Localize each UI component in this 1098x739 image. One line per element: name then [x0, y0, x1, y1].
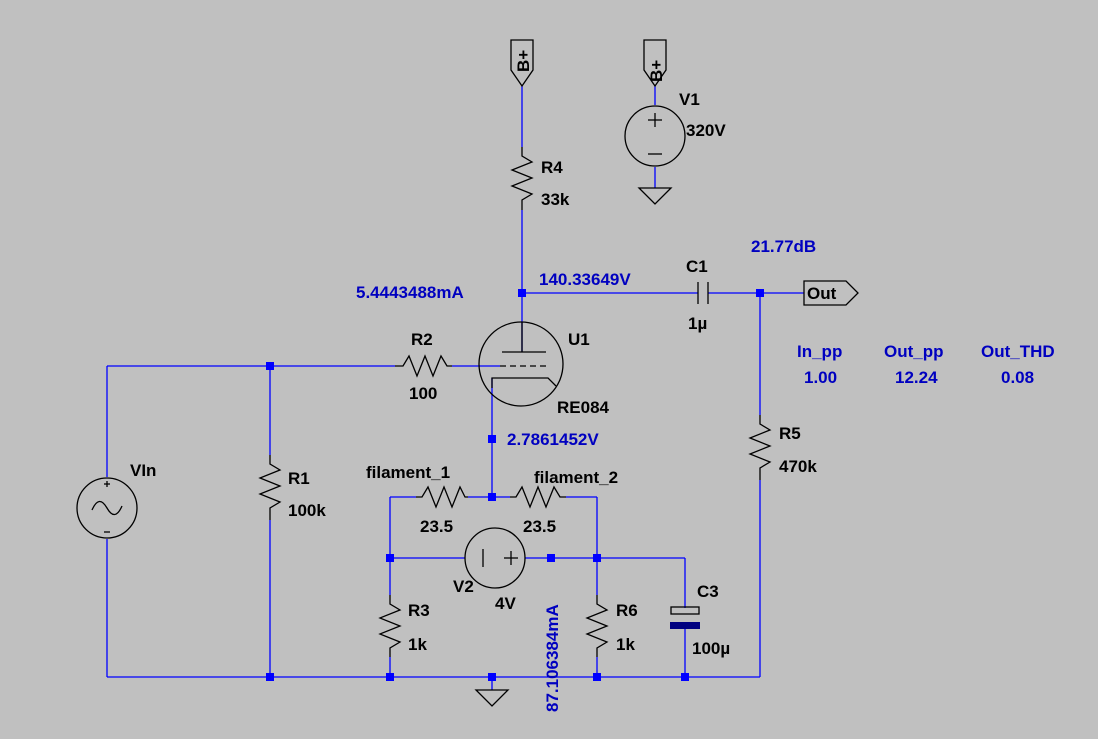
anode-voltage-annotation: 140.33649V	[539, 270, 631, 289]
r1-value: 100k	[288, 501, 326, 520]
r2-value: 100	[409, 384, 437, 403]
filament-2-name: filament_2	[534, 468, 618, 487]
resistor-r3-symbol[interactable]	[378, 595, 402, 657]
in-pp-label: In_pp	[797, 342, 842, 361]
resistor-r1-symbol[interactable]	[258, 455, 282, 520]
r3-name: R3	[408, 601, 430, 620]
triode-u1-symbol[interactable]	[478, 321, 564, 407]
v2-name: V2	[453, 577, 474, 596]
r5-value: 470k	[779, 457, 817, 476]
voltage-source-v1-symbol[interactable]	[624, 105, 686, 167]
c3-value: 100µ	[692, 639, 730, 658]
r4-name: R4	[541, 158, 563, 177]
v1-value: 320V	[686, 121, 726, 140]
u1-name: U1	[568, 330, 590, 349]
out-pp-label: Out_pp	[884, 342, 944, 361]
out-pp-value: 12.24	[895, 368, 938, 387]
v1-name: V1	[679, 90, 700, 109]
c1-value: 1µ	[688, 314, 707, 333]
voltage-source-v2-symbol[interactable]	[464, 527, 526, 589]
resistor-r2-symbol[interactable]	[395, 354, 452, 378]
r5-name: R5	[779, 424, 801, 443]
resistor-r6-symbol[interactable]	[585, 595, 609, 657]
v2-value: 4V	[495, 594, 516, 613]
port-bplus-top[interactable]: B+	[510, 39, 534, 88]
junction-dots	[266, 289, 764, 681]
ac-source-vin-symbol[interactable]	[76, 477, 138, 539]
filament-2-value: 23.5	[523, 517, 556, 536]
r1-name: R1	[288, 469, 310, 488]
vin-name: VIn	[130, 461, 156, 480]
out-thd-value: 0.08	[1001, 368, 1034, 387]
ground-v1-icon	[637, 187, 673, 205]
out-thd-label: Out_THD	[981, 342, 1055, 361]
capacitor-c3-symbol[interactable]	[670, 606, 700, 629]
port-out[interactable]: Out	[803, 280, 859, 306]
u1-value: RE084	[557, 398, 610, 417]
filament-1-name: filament_1	[366, 463, 450, 482]
c1-name: C1	[686, 257, 708, 276]
r2-name: R2	[411, 330, 433, 349]
c3-name: C3	[697, 582, 719, 601]
r3-value: 1k	[408, 635, 427, 654]
port-bplus-v1[interactable]: B+	[643, 39, 667, 88]
filament-current-annotation: 87.106384mA	[543, 604, 562, 712]
resistor-r4-symbol[interactable]	[510, 147, 534, 210]
port-bplus-v1-label: B+	[647, 60, 666, 82]
r4-value: 33k	[541, 190, 570, 209]
measurement-table: In_pp 1.00 Out_pp 12.24 Out_THD 0.08	[797, 342, 1055, 387]
port-out-label: Out	[807, 284, 837, 303]
ground-icon	[474, 689, 510, 707]
wires	[106, 86, 804, 690]
cathode-voltage-annotation: 2.7861452V	[507, 430, 599, 449]
resistor-r5-symbol[interactable]	[748, 415, 772, 480]
r6-value: 1k	[616, 635, 635, 654]
gain-annotation: 21.77dB	[751, 237, 816, 256]
resistor-filament-1-symbol[interactable]	[416, 485, 468, 509]
filament-1-value: 23.5	[420, 517, 453, 536]
in-pp-value: 1.00	[804, 368, 837, 387]
resistor-filament-2-symbol[interactable]	[510, 485, 566, 509]
r6-name: R6	[616, 601, 638, 620]
capacitor-c1-symbol[interactable]	[697, 282, 709, 304]
anode-current-annotation: 5.4443488mA	[356, 283, 464, 302]
port-bplus-label: B+	[514, 50, 533, 72]
